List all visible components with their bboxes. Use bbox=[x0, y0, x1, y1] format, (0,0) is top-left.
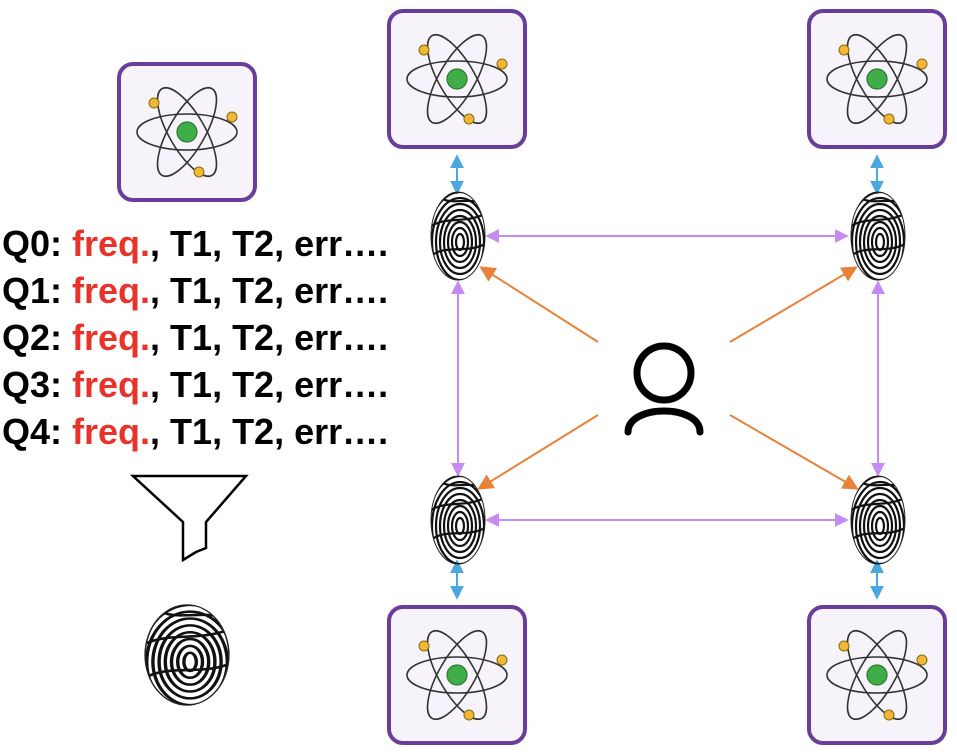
link-orange bbox=[729, 266, 858, 343]
link-orange bbox=[729, 414, 859, 490]
qubit-param-line: Q2: freq., T1, T2, err…. bbox=[2, 317, 388, 358]
qubit-param-line: Q1: freq., T1, T2, err…. bbox=[2, 270, 388, 311]
fingerprint-icon-top-right bbox=[848, 192, 912, 292]
fingerprint-icon-large bbox=[141, 605, 240, 719]
user-icon bbox=[624, 342, 704, 436]
qubit-param-line: Q3: freq., T1, T2, err…. bbox=[2, 364, 388, 405]
atom-icon-top-right bbox=[807, 9, 947, 149]
atom-icon-left bbox=[117, 62, 257, 202]
atom-icon-bottom-left bbox=[387, 605, 527, 745]
link-orange bbox=[479, 266, 599, 343]
atom-icon-top-left bbox=[387, 9, 527, 149]
qubit-param-line: Q0: freq., T1, T2, err…. bbox=[2, 223, 388, 264]
fingerprint-icon-top-left bbox=[428, 192, 492, 292]
link-orange bbox=[477, 414, 599, 490]
funnel-icon bbox=[129, 474, 249, 563]
qubit-parameter-list: Q0: freq., T1, T2, err…. Q1: freq., T1, … bbox=[2, 223, 388, 452]
fingerprint-icon-bottom-right bbox=[848, 476, 912, 576]
atom-icon-bottom-right bbox=[807, 605, 947, 745]
qubit-param-line: Q4: freq., T1, T2, err…. bbox=[2, 411, 388, 452]
fingerprint-icon-bottom-left bbox=[428, 476, 492, 576]
